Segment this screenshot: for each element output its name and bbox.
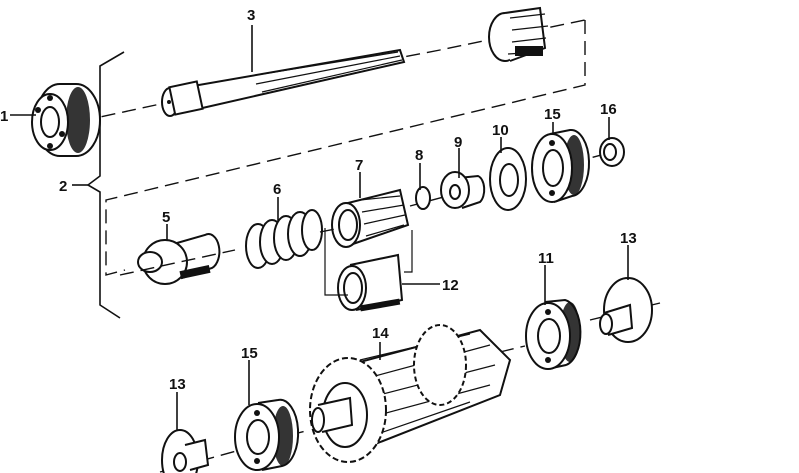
callout-11: 11 xyxy=(538,250,554,267)
cluster-gear-14 xyxy=(309,324,512,463)
group-2-bracket xyxy=(86,51,125,319)
flanged-bushing-9 xyxy=(440,171,486,209)
splined-sleeve-12 xyxy=(337,253,404,312)
callout-13-right: 13 xyxy=(620,230,637,247)
splined-shaft-3 xyxy=(161,48,406,117)
callout-15-lower: 15 xyxy=(241,345,258,362)
callout-13-left: 13 xyxy=(169,376,186,393)
callout-12: 12 xyxy=(442,277,459,294)
callout-8: 8 xyxy=(415,147,423,164)
callout-5: 5 xyxy=(162,209,170,226)
group-dashed-outline xyxy=(105,20,586,276)
callout-14: 14 xyxy=(372,325,389,342)
top-gear xyxy=(488,6,549,62)
cam-sleeve-5 xyxy=(137,233,221,285)
callout-16: 16 xyxy=(600,101,617,118)
callout-6: 6 xyxy=(273,181,281,198)
sleeve-alt-bracket xyxy=(324,228,413,296)
thrust-washer-10 xyxy=(489,147,527,211)
bearing-15-upper xyxy=(531,128,590,203)
callout-1: 1 xyxy=(0,108,8,125)
callout-3: 3 xyxy=(247,7,255,24)
callout-7: 7 xyxy=(355,157,363,174)
bearing-15-lower xyxy=(234,398,300,471)
coil-spring-6 xyxy=(245,209,323,269)
bearing-11 xyxy=(525,298,582,370)
callout-15-upper: 15 xyxy=(544,106,561,123)
axis-line-lower xyxy=(159,302,661,473)
circlip-8 xyxy=(415,186,431,210)
leader-lines xyxy=(10,25,629,430)
callout-2: 2 xyxy=(59,178,67,195)
flanged-spacer-13-right xyxy=(599,277,653,343)
splined-gear-7 xyxy=(331,188,410,248)
bearing-1 xyxy=(31,83,101,157)
flanged-spacer-13-left xyxy=(161,429,210,473)
shaft-seal-16 xyxy=(599,137,625,167)
callout-10: 10 xyxy=(492,122,509,139)
callout-9: 9 xyxy=(454,134,462,151)
